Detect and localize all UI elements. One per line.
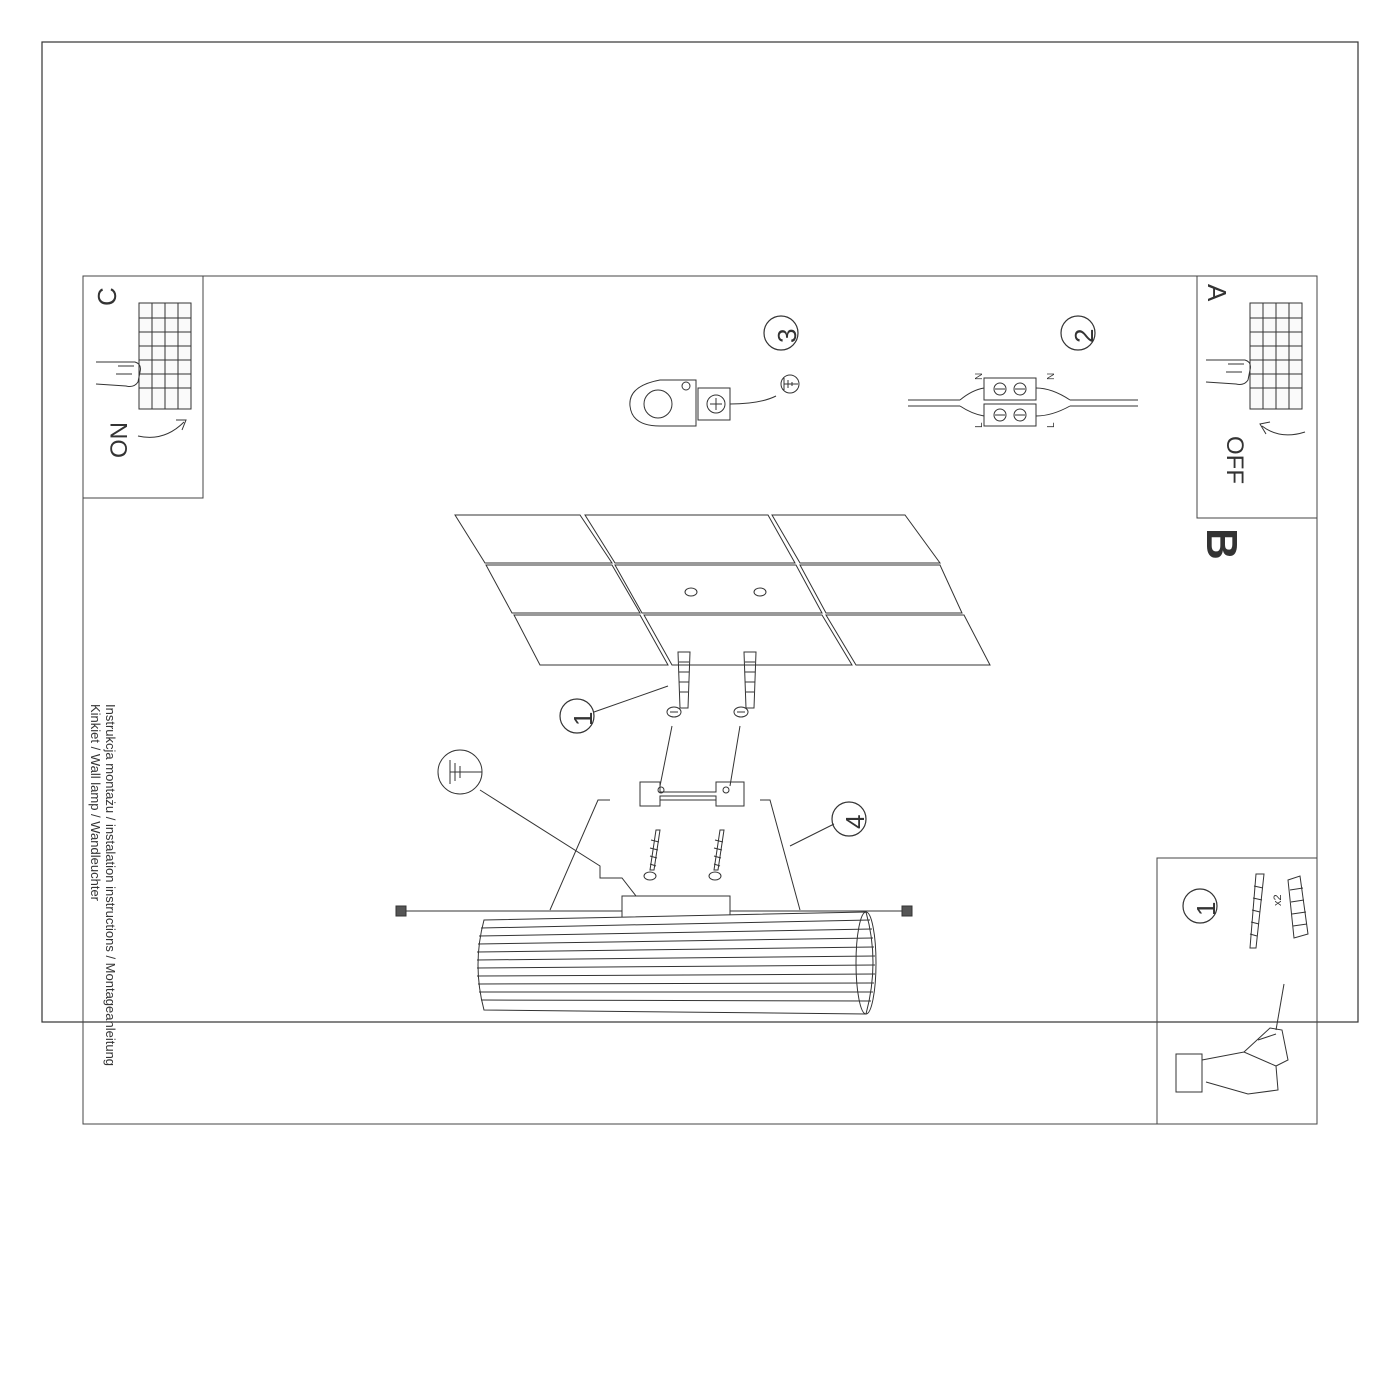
guide-line — [760, 799, 801, 911]
panel-a-off-label: OFF — [1221, 436, 1248, 484]
hand-icon — [95, 361, 141, 387]
step-1-circle — [559, 698, 595, 734]
kit-panel-box — [1156, 857, 1318, 1125]
wire-label-l-right: L — [1046, 422, 1057, 428]
leader-line — [789, 823, 835, 847]
section-letter-b: B — [1197, 528, 1246, 560]
wire-label-l-left: L — [974, 422, 985, 428]
panel-a-box — [1196, 275, 1318, 519]
step-2-number: 2 — [1069, 328, 1099, 343]
guide-line — [549, 799, 610, 911]
step-4-number: 4 — [840, 814, 870, 829]
panel-c-letter: C — [92, 287, 122, 306]
panel-a-letter: A — [1202, 284, 1232, 302]
guide-line — [659, 725, 673, 787]
screw-icon — [708, 829, 725, 881]
page-frame — [41, 41, 1359, 1023]
lamp-tube-icon — [476, 911, 877, 1015]
wall-plug-icon — [733, 651, 757, 718]
hand-icon — [1205, 359, 1251, 385]
title-line-1: Instrukcja montażu / instalation instruc… — [103, 704, 118, 1067]
screw-icon — [1249, 873, 1265, 949]
screw-icon — [876, 905, 913, 917]
earth-terminal-icon — [629, 379, 777, 427]
mounting-bracket-icon — [639, 781, 745, 807]
drill-icon — [1175, 983, 1289, 1095]
step-2-circle — [1060, 315, 1096, 351]
curved-arrow-icon — [137, 419, 187, 438]
kit-quantity-label: x2 — [1272, 894, 1284, 906]
breaker-box-icon — [1249, 302, 1303, 410]
leader-line — [593, 685, 669, 713]
guide-line — [729, 725, 741, 787]
ceiling-tiles-icon — [454, 514, 991, 666]
step-1-number: 1 — [568, 711, 598, 726]
wall-plug-icon — [1287, 875, 1309, 939]
kit-step-circle — [1182, 888, 1218, 924]
terminal-block-icon — [908, 377, 1138, 427]
earth-symbol-icon — [780, 374, 800, 394]
screw-icon — [643, 829, 661, 881]
wire-label-n-right: N — [1046, 372, 1057, 380]
sheet-frame — [82, 275, 1318, 1125]
step-3-number: 3 — [772, 328, 802, 343]
earth-symbol-icon — [437, 749, 483, 795]
panel-c-box — [82, 275, 204, 499]
title-line-2: Kinkiet / Wall lamp / Wandleuchter — [88, 704, 103, 901]
leader-line — [479, 789, 637, 897]
breaker-box-icon — [138, 302, 192, 410]
curved-arrow-icon — [1259, 421, 1306, 436]
step-4-circle — [831, 801, 867, 837]
wire-label-n-left: N — [974, 372, 985, 380]
kit-step-number: 1 — [1191, 901, 1221, 916]
screw-icon — [395, 905, 430, 917]
step-3-circle — [763, 315, 799, 351]
wall-plug-icon — [666, 651, 691, 718]
panel-c-on-label: ON — [106, 422, 133, 458]
